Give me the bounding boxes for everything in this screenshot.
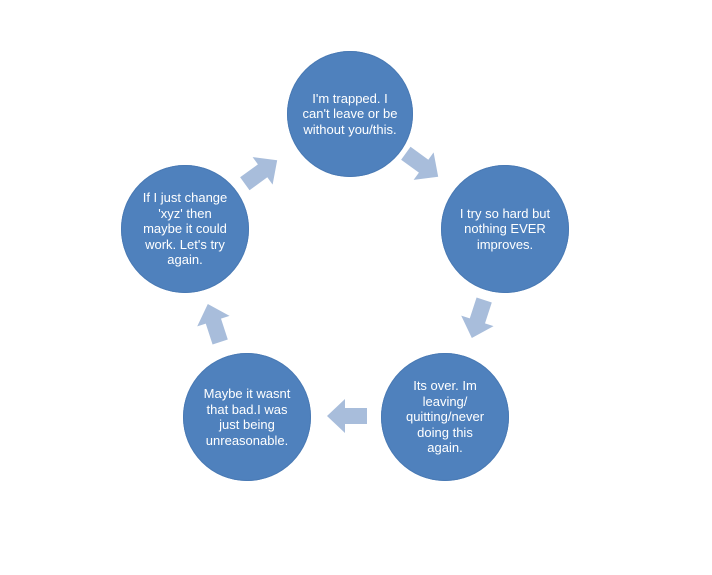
cycle-node-text: I'm trapped. I can't leave or be without… [302, 90, 398, 137]
cycle-node-maybe-not-bad: Maybe it wasnt that bad.I was just being… [183, 353, 311, 481]
cycle-arrow-icon [461, 297, 494, 339]
cycle-node-text: Its over. Im leaving/ quitting/never doi… [405, 378, 485, 456]
cycle-node-its-over: Its over. Im leaving/ quitting/never doi… [381, 353, 509, 481]
cycle-node-try-hard: I try so hard but nothing EVER improves. [441, 165, 569, 293]
cycle-arrow-icon [401, 146, 439, 180]
cycle-node-text: I try so hard but nothing EVER improves. [459, 205, 551, 252]
cycle-node-trapped: I'm trapped. I can't leave or be without… [287, 51, 413, 177]
cycle-node-change-xyz: If I just change 'xyz' then maybe it cou… [121, 165, 249, 293]
cycle-node-text: Maybe it wasnt that bad.I was just being… [203, 386, 291, 448]
cycle-arrow-icon [327, 399, 367, 433]
cycle-arrow-icon [240, 157, 278, 191]
cycle-node-text: If I just change 'xyz' then maybe it cou… [142, 190, 228, 268]
cycle-arrow-icon [197, 303, 230, 345]
